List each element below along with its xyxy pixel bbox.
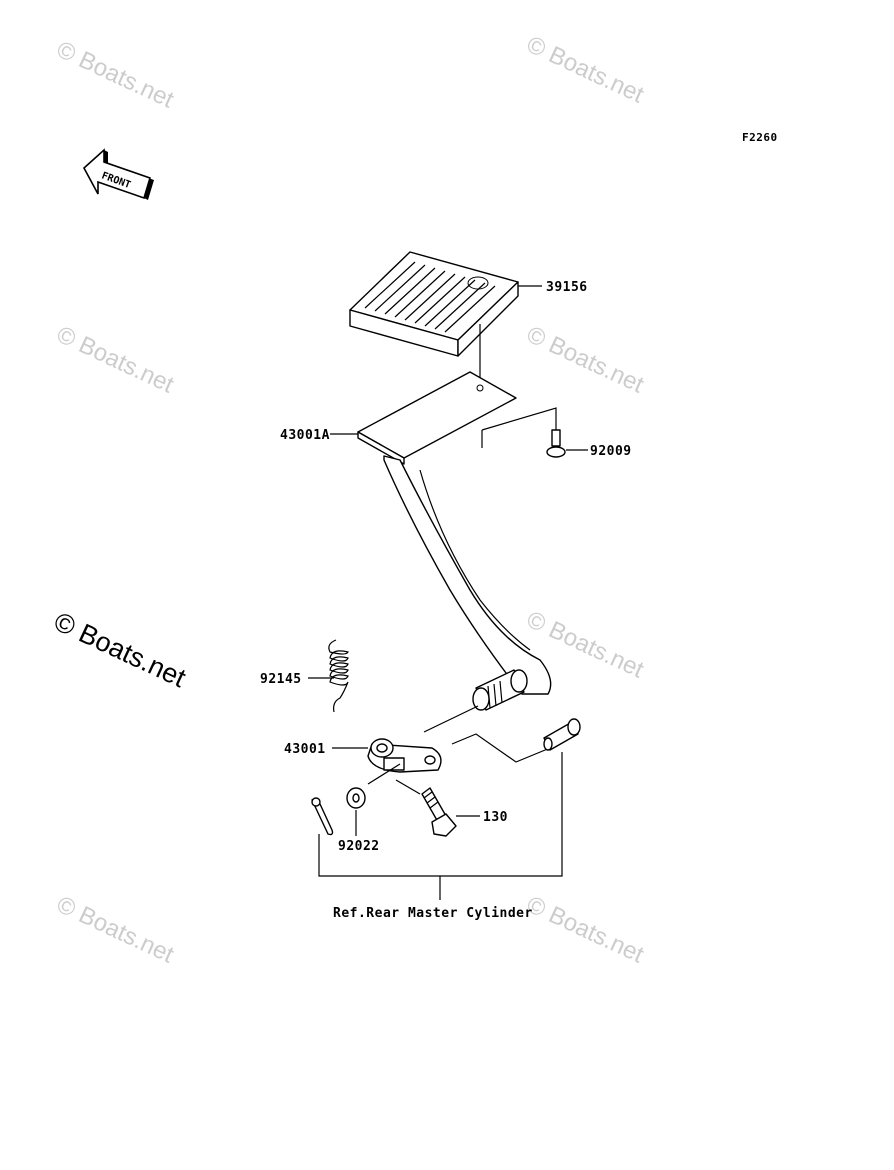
- label-130: 130: [483, 810, 508, 825]
- watermark-feature: © Boats.net: [49, 606, 190, 693]
- label-92145: 92145: [260, 672, 302, 687]
- watermark-6: © Boats.net: [52, 891, 178, 969]
- lever-43001: [367, 738, 442, 773]
- leader-bolt-to-lever: [395, 779, 421, 795]
- label-92009: 92009: [590, 444, 632, 459]
- washer-92022: [346, 787, 366, 809]
- label-39156: 39156: [546, 280, 588, 295]
- pivot-shaft: [472, 669, 528, 711]
- clevis-pin: [543, 718, 581, 751]
- watermark-3: © Boats.net: [52, 321, 178, 399]
- bolt-130: [421, 787, 457, 837]
- label-92022: 92022: [338, 839, 380, 854]
- front-arrow-icon: FRONT: [82, 148, 154, 200]
- leader-clevis: [451, 733, 551, 763]
- bolt-92009: [546, 429, 566, 458]
- watermark-4: © Boats.net: [522, 321, 648, 399]
- watermarks: © Boats.net © Boats.net © Boats.net © Bo…: [49, 31, 648, 969]
- cotter-pin: [311, 797, 334, 836]
- figure-code: F2260: [742, 131, 778, 144]
- watermark-1: © Boats.net: [52, 36, 178, 114]
- label-43001: 43001: [284, 742, 326, 757]
- leader-shaft: [423, 705, 479, 733]
- pedal-pad-rubber: [349, 251, 519, 357]
- label-43001A: 43001A: [280, 428, 330, 443]
- spring-92145: [328, 639, 349, 713]
- leader-bolt-92009-path: [481, 407, 557, 448]
- watermark-2: © Boats.net: [522, 31, 648, 109]
- reference-note: Ref.Rear Master Cylinder: [333, 906, 533, 921]
- leader-lever-washer: [367, 763, 401, 785]
- pedal-arm: [357, 371, 552, 695]
- watermark-7: © Boats.net: [522, 891, 648, 969]
